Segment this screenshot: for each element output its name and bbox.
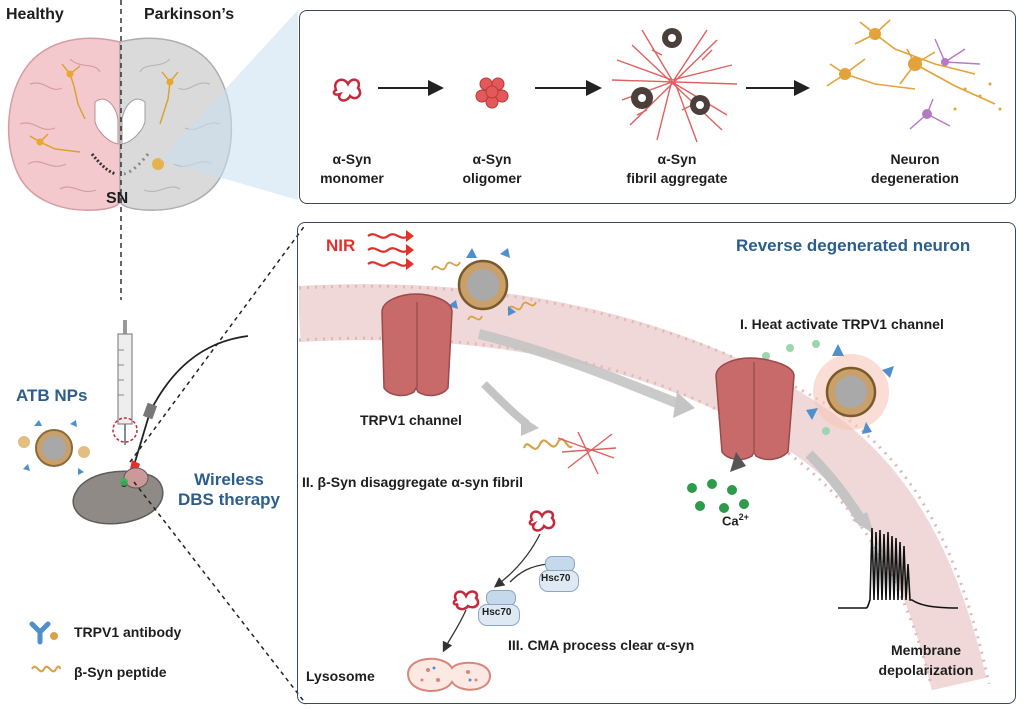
action-potential-icon xyxy=(838,527,959,609)
disaggregation-icon xyxy=(522,431,617,475)
cma-arrows xyxy=(442,533,549,653)
healthy-label: Healthy xyxy=(6,6,64,23)
bound-monomer-icon xyxy=(452,590,480,611)
zoom-lines xyxy=(129,223,307,705)
fibril-aggregate-icon xyxy=(612,28,738,143)
brain-divider xyxy=(120,0,122,300)
oligomer-icon xyxy=(475,77,509,109)
freed-monomer-icon xyxy=(528,510,556,532)
trpv1-channel-icon xyxy=(381,293,453,397)
calcium-label: Ca2+ xyxy=(722,512,749,529)
nir-label: NIR xyxy=(326,236,356,255)
lysosome-icon xyxy=(406,657,492,693)
lysosome-label: Lysosome xyxy=(306,668,375,684)
atb-nanoparticle-icon xyxy=(431,248,537,321)
step2-label: II. β-Syn disaggregate α-syn fibril xyxy=(302,474,523,490)
legend-peptide-label: β-Syn peptide xyxy=(74,664,167,680)
calcium-ions-icon xyxy=(687,479,749,513)
degenerating-neuron-icon xyxy=(826,19,1002,130)
monomer-icon xyxy=(332,78,362,102)
activated-trpv1-icon xyxy=(715,340,894,472)
parkinsons-label: Parkinson’s xyxy=(144,6,235,23)
antibody-icon xyxy=(29,621,58,645)
legend-antibody-label: TRPV1 antibody xyxy=(74,624,182,640)
zoom-wedge xyxy=(160,10,298,200)
mechanism-title: Reverse degenerated neuron xyxy=(736,236,971,255)
trpv1-channel-label: TRPV1 channel xyxy=(360,412,462,428)
peptide-icon xyxy=(31,665,61,673)
mouse-icon xyxy=(72,467,164,525)
aggregation-panel xyxy=(299,10,1016,204)
pathway-arrows xyxy=(378,80,810,96)
hsc70-complex-left: Hsc70 xyxy=(476,590,524,628)
sn-label: SN xyxy=(106,190,129,207)
hsc70-complex-right: Hsc70 xyxy=(537,556,579,594)
syringe-icon xyxy=(112,320,138,445)
step3-label: III. CMA process clear α-syn xyxy=(508,637,695,653)
nir-wave-icon xyxy=(367,230,414,270)
mechanism-panel xyxy=(297,222,1016,704)
brain-section-icon xyxy=(7,37,233,211)
nanoparticle-icon xyxy=(18,420,90,475)
step1-label: I. Heat activate TRPV1 channel xyxy=(740,316,944,332)
atb-nps-label: ATB NPs xyxy=(16,386,88,405)
